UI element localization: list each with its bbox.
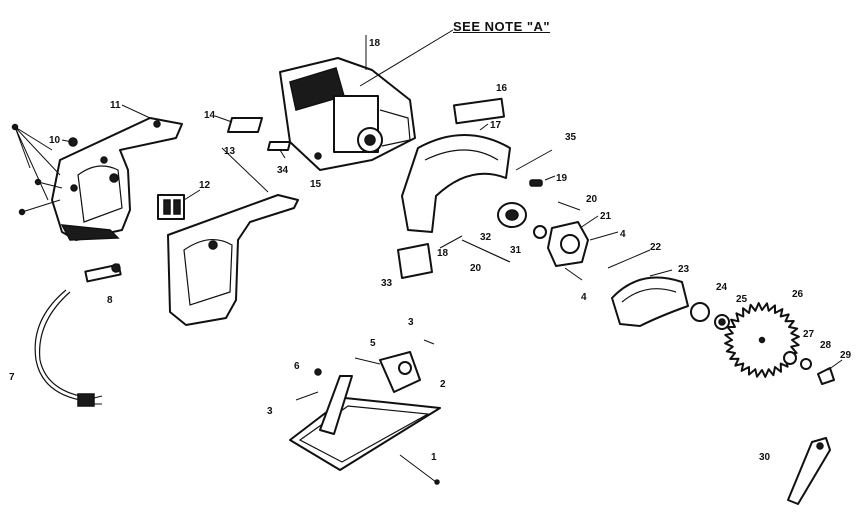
callout-14: 14 — [204, 110, 216, 121]
bearing-housing-21 — [547, 215, 619, 281]
callout-1: 1 — [431, 452, 437, 463]
base-shoe — [289, 339, 441, 485]
callout-34: 34 — [277, 165, 289, 176]
strain-relief-8 — [84, 263, 122, 283]
callout-6: 6 — [294, 361, 300, 372]
callout-17: 17 — [490, 120, 502, 131]
callout-35: 35 — [565, 132, 577, 143]
callout-21: 21 — [600, 211, 612, 222]
callout-32: 32 — [480, 232, 492, 243]
motor-assembly — [279, 29, 454, 171]
spindle-gear — [461, 202, 547, 263]
callout-33: 33 — [381, 278, 393, 289]
leader-11 — [121, 104, 151, 119]
callout-15: 15 — [310, 179, 322, 190]
callout-4-lower: 4 — [581, 292, 587, 303]
callout-19: 19 — [556, 173, 568, 184]
callout-22: 22 — [650, 242, 662, 253]
washer-24 — [690, 302, 710, 322]
brush-plates — [214, 115, 322, 160]
callout-7: 7 — [9, 372, 15, 383]
upper-guard — [401, 97, 581, 233]
callout-28: 28 — [820, 340, 832, 351]
leader-18b — [439, 235, 463, 249]
callout-25: 25 — [736, 294, 748, 305]
handle-housing-right — [167, 147, 299, 326]
callout-23: 23 — [678, 264, 690, 275]
callout-31: 31 — [510, 245, 522, 256]
saw-blade — [724, 302, 800, 378]
bolt-29 — [817, 367, 835, 385]
plate-33 — [397, 243, 433, 279]
callout-10: 10 — [49, 135, 61, 146]
callout-11: 11 — [110, 100, 121, 111]
callout-12: 12 — [199, 180, 211, 191]
callout-18-mid: 18 — [437, 248, 449, 259]
wrench-30 — [787, 437, 831, 505]
callout-20-left: 20 — [470, 263, 482, 274]
washer-27 — [783, 351, 797, 365]
switch-part-12 — [157, 189, 201, 220]
callout-4-upper: 4 — [620, 229, 626, 240]
callout-24: 24 — [716, 282, 728, 293]
handle-housing-left — [51, 117, 183, 241]
callout-8: 8 — [107, 295, 113, 306]
washer-28 — [800, 358, 812, 370]
callout-27: 27 — [803, 329, 815, 340]
callout-20-right: 20 — [586, 194, 598, 205]
callout-16: 16 — [496, 83, 508, 94]
power-cord — [34, 289, 103, 407]
callout-2: 2 — [440, 379, 446, 390]
callout-5: 5 — [370, 338, 376, 349]
callout-26: 26 — [792, 289, 804, 300]
callout-3-top: 3 — [408, 317, 414, 328]
see-note-a: SEE NOTE "A" — [453, 19, 551, 34]
callout-29: 29 — [840, 350, 852, 361]
callout-13: 13 — [224, 146, 236, 157]
lower-guard — [611, 269, 689, 327]
screws-group-left — [11, 123, 63, 216]
leader-22 — [607, 249, 651, 269]
leader-10 — [61, 139, 73, 143]
callout-18-top: 18 — [369, 38, 381, 49]
callout-30: 30 — [759, 452, 771, 463]
callout-3-left: 3 — [267, 406, 273, 417]
